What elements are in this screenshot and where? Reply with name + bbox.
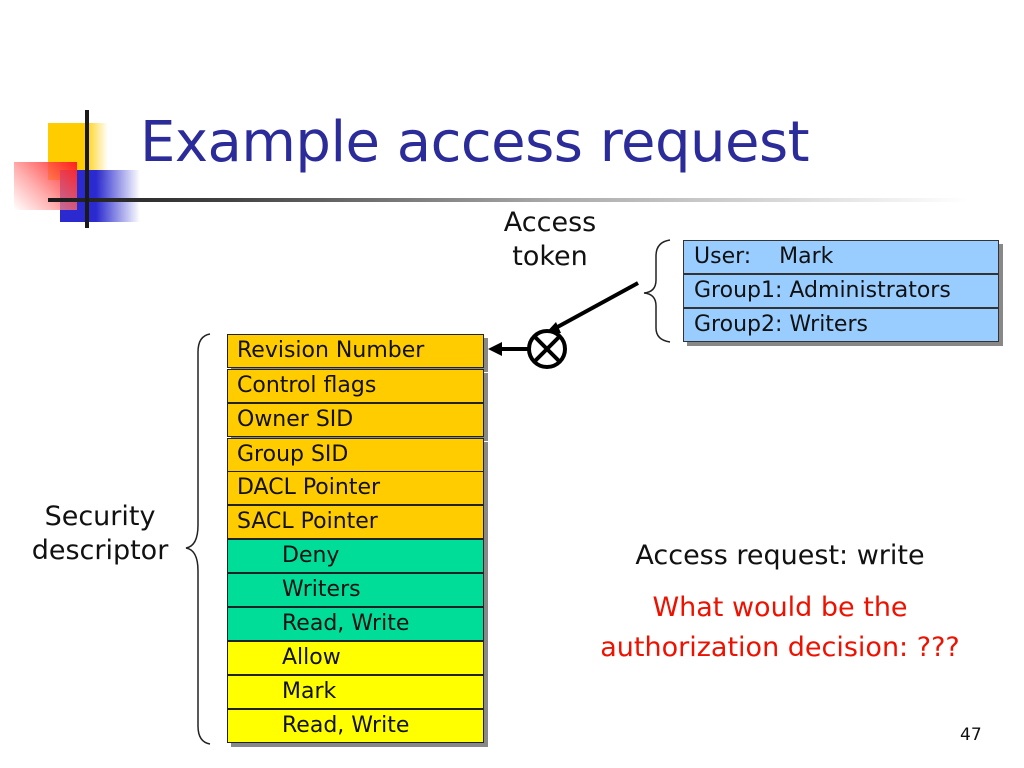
- sd-field-sacl-pointer: SACL Pointer: [227, 505, 484, 539]
- question-line1: What would be the: [652, 592, 908, 623]
- security-descriptor-label: Security descriptor: [20, 500, 180, 568]
- ace-deny-sid: Writers: [227, 573, 484, 607]
- token-row-group1: Group1: Administrators: [683, 274, 999, 308]
- logo-red-square: [14, 162, 77, 210]
- logo-vertical-line: [85, 110, 89, 228]
- question-line2: authorization decision: ???: [600, 632, 960, 663]
- security-descriptor-label-line2: descriptor: [31, 535, 169, 566]
- token-row-group2: Group2: Writers: [683, 308, 999, 342]
- security-descriptor-brace: [185, 333, 211, 745]
- ace-allow-rights: Read, Write: [227, 709, 484, 743]
- circled-x-operator-icon: [527, 329, 567, 369]
- authorization-question: What would be the authorization decision…: [560, 588, 1000, 668]
- access-token-label-line1: Access: [503, 207, 597, 238]
- sd-field-control-flags: Control flags: [227, 369, 484, 403]
- security-descriptor-label-line1: Security: [44, 501, 156, 532]
- ace-deny-type: Deny: [227, 539, 484, 573]
- access-token-label: Access token: [490, 206, 610, 274]
- title-underline: [48, 198, 968, 202]
- access-request-text: Access request: write: [635, 540, 925, 571]
- sd-field-dacl-pointer: DACL Pointer: [227, 471, 484, 505]
- access-token-label-line2: token: [512, 241, 588, 272]
- access-token-brace: [643, 239, 671, 343]
- ace-allow-sid: Mark: [227, 675, 484, 709]
- slide-title: Example access request: [140, 110, 810, 175]
- sd-field-revision-number: Revision Number: [227, 334, 484, 368]
- arrow-left-icon: [488, 342, 529, 356]
- page-number: 47: [960, 725, 982, 745]
- arrow-icon: [543, 281, 639, 336]
- ace-allow-type: Allow: [227, 641, 484, 675]
- token-row-user: User: Mark: [683, 240, 999, 274]
- sd-field-owner-sid: Owner SID: [227, 403, 484, 437]
- ace-deny-rights: Read, Write: [227, 607, 484, 641]
- sd-field-group-sid: Group SID: [227, 438, 484, 472]
